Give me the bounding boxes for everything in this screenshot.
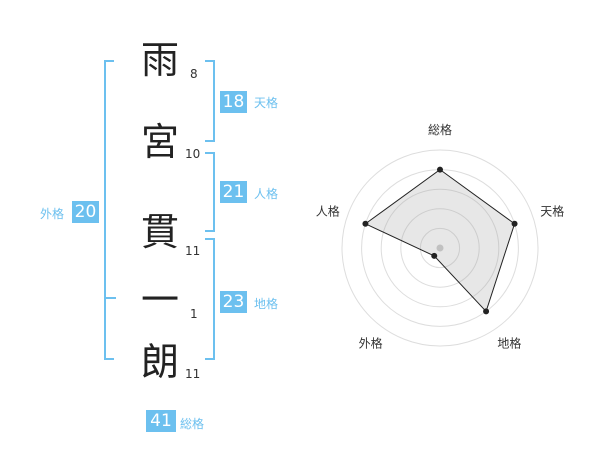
name-char-4: 一 bbox=[140, 278, 179, 322]
radar-ring-inner bbox=[400, 208, 480, 288]
chikaku-label: 地格 bbox=[254, 297, 279, 311]
radar-point-5 bbox=[362, 220, 369, 227]
stroke-count-3: 11 bbox=[185, 244, 201, 258]
soukaku-label: 総格 bbox=[180, 417, 205, 431]
radar-rings bbox=[341, 149, 539, 347]
name-char-1: 雨 bbox=[140, 38, 179, 82]
radar-point-4 bbox=[431, 252, 438, 259]
jinkaku-label: 人格 bbox=[254, 187, 279, 201]
gaikaku-label: 外格 bbox=[40, 207, 65, 221]
name-char-5: 朗 bbox=[140, 340, 179, 384]
radar-ring-inner bbox=[380, 188, 500, 308]
radar-axis-label-4: 外格 bbox=[359, 335, 383, 350]
stroke-count-4: 1 bbox=[190, 307, 198, 321]
stroke-count-5: 11 bbox=[185, 367, 201, 381]
jinkaku-value: 21 bbox=[220, 181, 247, 203]
gaikaku-bracket bbox=[104, 60, 114, 360]
radar-axis-label-5: 人格 bbox=[316, 204, 340, 219]
chikaku-value: 23 bbox=[220, 291, 247, 313]
gaikaku-bracket-divider bbox=[104, 297, 116, 299]
stroke-count-2: 10 bbox=[185, 147, 201, 161]
radar-point-2 bbox=[511, 220, 518, 227]
name-char-2: 宮 bbox=[140, 120, 179, 164]
radar-points bbox=[362, 166, 518, 315]
tenkaku-value: 18 bbox=[220, 91, 247, 113]
radar-axis-label-3: 地格 bbox=[497, 335, 521, 350]
stroke-count-1: 8 bbox=[190, 67, 198, 81]
radar-point-3 bbox=[483, 308, 490, 315]
radar-point-1 bbox=[437, 166, 443, 173]
chikaku-bracket bbox=[205, 238, 215, 360]
name-char-3: 貫 bbox=[140, 210, 179, 254]
radar-axis-label-1: 総格 bbox=[428, 122, 452, 137]
radar-axis-label-2: 天格 bbox=[540, 204, 564, 219]
tenkaku-bracket bbox=[205, 60, 215, 142]
gaikaku-value: 20 bbox=[72, 201, 99, 223]
radar-series-area bbox=[364, 168, 516, 313]
soukaku-value: 41 bbox=[146, 410, 176, 432]
tenkaku-label: 天格 bbox=[254, 96, 279, 110]
radar-ring-inner bbox=[419, 227, 461, 269]
radar-center bbox=[436, 244, 444, 252]
jinkaku-bracket bbox=[205, 152, 215, 232]
